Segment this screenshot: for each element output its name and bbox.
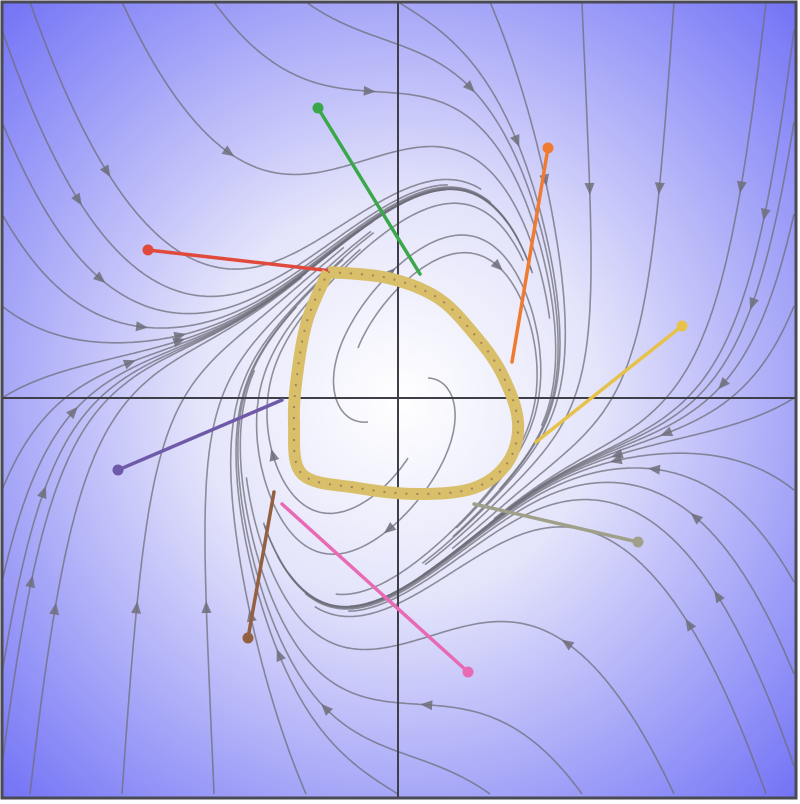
- trajectory-start-yellow: [676, 320, 688, 332]
- streamline: [237, 306, 491, 795]
- streamline-arrow: [420, 700, 433, 711]
- streamline-arrow: [201, 601, 212, 614]
- streamline: [29, 1, 482, 270]
- streamline-arrow: [71, 192, 82, 206]
- streamline-arrow: [66, 406, 78, 420]
- streamline-arrow: [714, 590, 725, 604]
- streamline: [348, 498, 795, 767]
- streamline: [121, 1, 551, 319]
- streamline-arrow: [736, 180, 747, 194]
- trajectory-orange: [510, 146, 550, 364]
- streamline: [488, 29, 795, 525]
- streamline-arrow: [276, 649, 286, 663]
- streamline-arrow: [221, 145, 235, 157]
- trajectory-brown: [246, 490, 276, 640]
- streamline: [245, 477, 675, 795]
- streamline: [121, 246, 345, 795]
- streamline-arrow: [49, 602, 60, 616]
- streamline: [304, 481, 795, 675]
- streamline-arrow: [660, 426, 674, 437]
- trajectory-start-purple: [112, 464, 124, 476]
- streamline: [493, 1, 767, 520]
- streamline: [421, 1, 567, 565]
- trajectory-pink: [280, 502, 470, 674]
- trajectory-yellow: [534, 324, 684, 444]
- trajectory-start-green: [312, 102, 324, 114]
- streamline: [1, 29, 448, 298]
- streamline-arrow: [99, 164, 111, 178]
- trajectory-green: [316, 106, 422, 276]
- streamline: [29, 276, 303, 795]
- streamline: [1, 121, 492, 315]
- streamline-arrow: [321, 703, 334, 716]
- streamline: [239, 369, 583, 795]
- streamline-arrow: [131, 601, 142, 614]
- streamline: [266, 202, 525, 515]
- trajectory-start-brown: [242, 632, 254, 644]
- streamline-arrow: [654, 182, 665, 195]
- streamline: [204, 230, 372, 795]
- streamline: [314, 526, 767, 795]
- streamline: [213, 1, 557, 427]
- streamline-arrow: [647, 464, 661, 475]
- streamline: [1, 187, 520, 329]
- streamline-arrow: [92, 271, 106, 283]
- streamline-arrow: [760, 207, 771, 221]
- trajectory-purple: [116, 398, 284, 472]
- streamline-arrow: [25, 575, 36, 589]
- streamline: [332, 234, 542, 529]
- streamline: [305, 1, 559, 490]
- streamline-arrow: [363, 85, 376, 96]
- streamline-arrow: [383, 521, 397, 534]
- trajectory-start-gray: [632, 536, 644, 548]
- trajectory-start-red: [142, 244, 154, 256]
- streamline-arrow: [122, 359, 136, 370]
- streamline-arrow: [690, 513, 704, 525]
- streamline-arrow: [135, 321, 149, 332]
- streamline: [397, 1, 561, 538]
- streamline-arrow: [510, 133, 520, 147]
- streamline-arrow: [490, 258, 503, 271]
- trajectory-gray: [472, 502, 640, 544]
- streamline-arrow: [561, 639, 575, 651]
- streamline: [255, 248, 456, 555]
- streamline-arrow: [685, 618, 697, 632]
- streamline-arrow: [37, 486, 47, 500]
- streamline: [424, 1, 592, 566]
- streamline-arrow: [749, 296, 759, 310]
- trajectory-start-orange: [542, 142, 554, 154]
- streamline: [229, 231, 375, 795]
- limit-cycle-group: [287, 266, 525, 500]
- streamline-arrow: [462, 80, 475, 93]
- limit-cycle: [287, 266, 525, 500]
- trajectory-start-pink: [462, 666, 474, 678]
- streamline: [1, 271, 308, 767]
- streamline: [451, 1, 675, 550]
- streamline-arrow: [584, 182, 595, 195]
- streamline: [335, 251, 538, 596]
- streamline-arrow: [718, 376, 730, 390]
- streamline-arrow: [269, 448, 280, 462]
- streamline-arrow: [173, 331, 187, 342]
